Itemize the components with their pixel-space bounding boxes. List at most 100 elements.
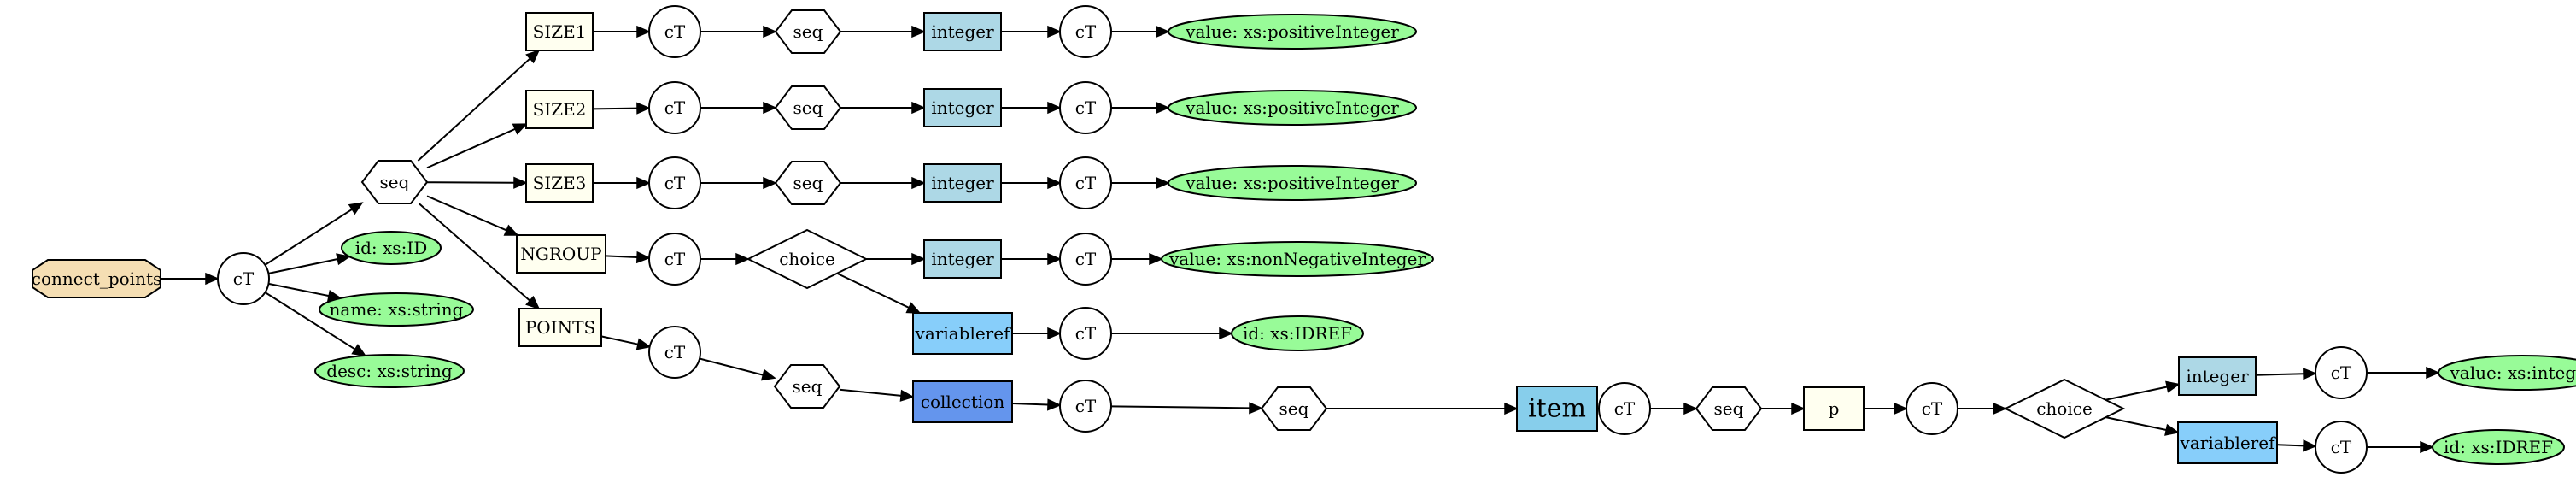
arrowhead-icon <box>503 224 519 236</box>
node-seq_main[interactable]: seq <box>360 160 429 204</box>
edge-p_int-to-p_ct2 <box>2255 368 2317 380</box>
arrowhead-icon <box>911 101 926 115</box>
node-points_seq[interactable]: seq <box>773 364 841 409</box>
arrowhead-icon <box>2426 366 2440 380</box>
edge-root-to-ct_root <box>161 272 220 286</box>
circle-shape <box>1059 307 1112 360</box>
node-ct_root[interactable]: cT <box>217 252 270 305</box>
node-item_ct[interactable]: cT <box>1598 382 1651 435</box>
node-size1_ct[interactable]: cT <box>648 5 701 58</box>
node-attr_name[interactable]: name: xs:string <box>319 292 474 327</box>
edge-ngroup_choice-to-ngroup_int <box>866 252 926 266</box>
node-ngroup_val[interactable]: value: xs:nonNegativeInteger <box>1161 241 1434 277</box>
node-size2_int[interactable]: integer <box>923 88 1002 127</box>
edge-ct_root-to-attr_name <box>268 282 342 302</box>
node-size1[interactable]: SIZE1 <box>525 12 594 51</box>
node-label: value: xs:positiveInteger <box>1185 21 1399 42</box>
diamond-shape <box>2003 378 2126 439</box>
node-collection[interactable]: collection <box>912 380 1013 423</box>
node-p_ct2[interactable]: cT <box>2315 346 2368 399</box>
node-label: NGROUP <box>520 244 601 264</box>
node-size3_ct2[interactable]: cT <box>1059 156 1112 209</box>
node-ngroup_choice[interactable]: choice <box>746 228 869 290</box>
node-label: SIZE1 <box>533 21 587 42</box>
node-coll_ct[interactable]: cT <box>1059 380 1112 433</box>
arrowhead-icon <box>1047 176 1062 190</box>
edge-ngroup_choice-to-ngroup_vref <box>836 272 922 314</box>
node-label: SIZE3 <box>533 173 587 193</box>
hexagon-shape <box>1695 386 1763 431</box>
edge-line <box>1011 403 1049 406</box>
circle-shape <box>1906 382 1958 435</box>
edge-line <box>264 208 353 266</box>
node-coll_seq[interactable]: seq <box>1260 386 1328 431</box>
arrowhead-icon <box>636 102 651 115</box>
node-p_ct[interactable]: cT <box>1906 382 1958 435</box>
node-label: seq <box>793 21 823 42</box>
node-p[interactable]: p <box>1803 386 1865 431</box>
node-ngroup[interactable]: NGROUP <box>516 234 606 274</box>
box-shape <box>518 308 602 347</box>
node-p_idref[interactable]: id: xs:IDREF <box>2432 429 2565 465</box>
node-size1_seq[interactable]: seq <box>774 9 842 54</box>
node-ngroup_int[interactable]: integer <box>923 239 1002 279</box>
node-item[interactable]: item <box>1516 386 1598 432</box>
node-p_int[interactable]: integer <box>2178 356 2257 396</box>
node-ngroup_vref[interactable]: variableref <box>912 312 1013 355</box>
arrowhead-icon <box>763 25 777 38</box>
node-ngroup_idref[interactable]: id: xs:IDREF <box>1231 315 1364 351</box>
node-ngroup_ct2[interactable]: cT <box>1059 233 1112 286</box>
node-size1_ct2[interactable]: cT <box>1059 5 1112 58</box>
arrowhead-icon <box>635 250 651 264</box>
diamond-shape <box>746 228 869 290</box>
node-label: cT <box>2331 362 2352 383</box>
node-label: cT <box>1075 97 1097 118</box>
node-size1_int[interactable]: integer <box>923 12 1002 51</box>
node-points[interactable]: POINTS <box>518 308 602 347</box>
edge-line <box>2105 386 2168 401</box>
ellipse-shape <box>1231 315 1364 351</box>
node-ngroup_ct3[interactable]: cT <box>1059 307 1112 360</box>
box-shape <box>1803 386 1865 431</box>
box-shape <box>525 163 594 203</box>
edge-size3_ct2-to-size3_val <box>1111 176 1170 190</box>
node-size2[interactable]: SIZE2 <box>525 90 594 129</box>
edge-p_ct2-to-p_val <box>2367 366 2440 380</box>
edge-size2_ct-to-size2_seq <box>700 101 777 115</box>
node-label: seq <box>1279 398 1309 419</box>
arrowhead-icon <box>1156 25 1170 38</box>
node-p_choice[interactable]: choice <box>2003 378 2126 439</box>
node-size3_int[interactable]: integer <box>923 163 1002 203</box>
arrowhead-icon <box>525 49 541 64</box>
edge-size3_ct-to-size3_seq <box>700 176 777 190</box>
node-attr_desc[interactable]: desc: xs:string <box>314 354 465 388</box>
edge-p_ct-to-p_choice <box>1958 402 2007 415</box>
node-size2_seq[interactable]: seq <box>774 85 842 130</box>
edge-size2-to-size2_ct <box>592 102 651 115</box>
node-size3[interactable]: SIZE3 <box>525 163 594 203</box>
node-label: value: xs:positiveInteger <box>1185 173 1399 193</box>
arrowhead-icon <box>735 252 750 266</box>
node-root[interactable]: connect_points <box>32 259 162 298</box>
node-ngroup_ct[interactable]: cT <box>648 233 701 286</box>
node-size1_val[interactable]: value: xs:positiveInteger <box>1168 14 1417 50</box>
node-size2_val[interactable]: value: xs:positiveInteger <box>1168 90 1417 126</box>
node-p_ct3[interactable]: cT <box>2315 421 2368 474</box>
box-shape <box>2178 356 2257 396</box>
edge-item_ct-to-item_seq <box>1650 402 1698 415</box>
node-size3_ct[interactable]: cT <box>648 156 701 209</box>
node-p_val[interactable]: value: xs:integer <box>2438 355 2576 391</box>
node-p_vref[interactable]: variableref <box>2177 421 2278 464</box>
node-size3_seq[interactable]: seq <box>774 161 842 205</box>
edge-ngroup-to-ngroup_ct <box>605 250 651 264</box>
node-label: name: xs:string <box>330 299 464 320</box>
node-points_ct[interactable]: cT <box>648 326 701 379</box>
node-size3_val[interactable]: value: xs:positiveInteger <box>1168 165 1417 201</box>
node-attr_id[interactable]: id: xs:ID <box>341 231 442 265</box>
node-item_seq[interactable]: seq <box>1695 386 1763 431</box>
node-size2_ct2[interactable]: cT <box>1059 81 1112 134</box>
node-label: cT <box>2331 437 2352 457</box>
node-size2_ct[interactable]: cT <box>648 81 701 134</box>
circle-shape <box>2315 346 2368 399</box>
